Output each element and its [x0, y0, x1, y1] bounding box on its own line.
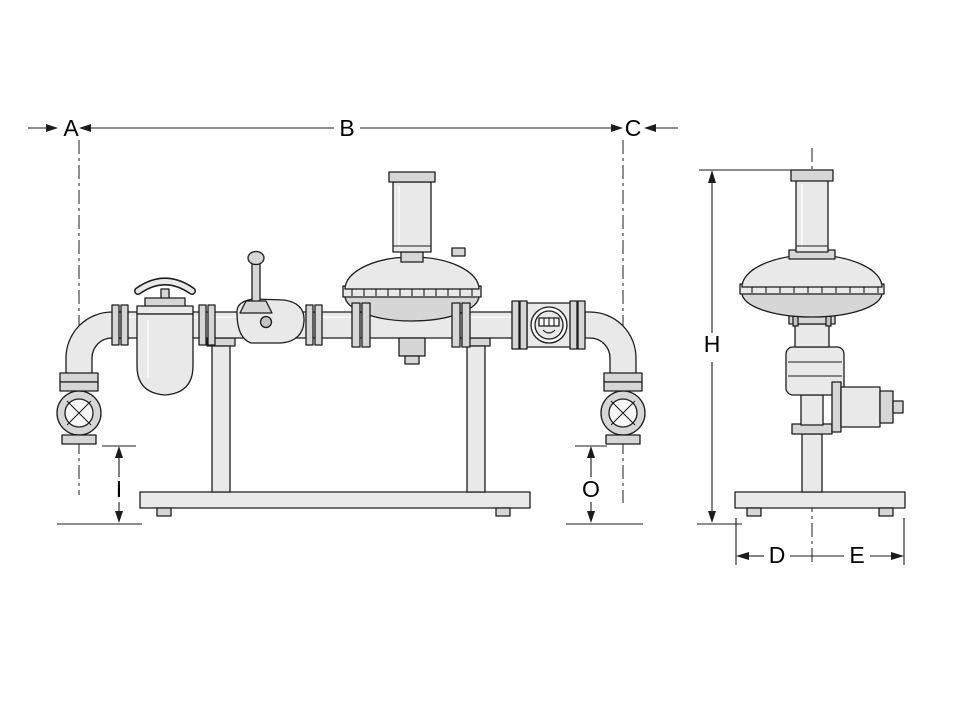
dim-label-d: D: [769, 542, 786, 568]
arrowhead: [708, 511, 716, 523]
valve-knob: [247, 250, 265, 266]
dim-label-a: A: [63, 115, 79, 141]
regulator-inlet-flange: [361, 302, 371, 348]
spring-case-neck: [400, 251, 424, 263]
meter-flange: [519, 300, 528, 350]
side-base-skid: [734, 491, 906, 517]
riser-flange: [59, 372, 99, 383]
arrowhead: [736, 552, 749, 560]
regulator-outlet-flange: [451, 302, 461, 348]
side-outlet-cylinder: [840, 386, 881, 428]
side-view: H D E: [697, 169, 906, 568]
skid-foot: [878, 507, 894, 517]
meter-flange: [511, 300, 520, 350]
spring-case-cap: [388, 171, 436, 183]
arrowhead: [46, 124, 58, 132]
skid-foot: [495, 507, 511, 517]
dim-label-h: H: [704, 331, 721, 357]
regulator-inlet-flange: [351, 302, 361, 348]
side-outlet-ring: [831, 381, 842, 433]
side-spring-case: [795, 179, 829, 253]
pipe-flange: [305, 304, 314, 346]
valve-port: [259, 315, 273, 329]
vent-fitting: [451, 247, 466, 257]
arrowhead: [115, 446, 123, 458]
riser-flange: [603, 381, 643, 392]
side-outlet-stub: [892, 400, 904, 414]
pipe-flange: [207, 304, 216, 346]
valve-stem-base: [239, 300, 273, 314]
pipe-flange: [120, 304, 129, 346]
dim-label-e: E: [849, 542, 864, 568]
riser-bottom-flange: [61, 434, 97, 445]
dim-label-c: C: [625, 115, 642, 141]
riser-flange: [603, 372, 643, 383]
side-upper-body: [794, 323, 830, 348]
side-body-neck: [800, 394, 824, 426]
strainer-body: [136, 313, 194, 396]
dim-label-b: B: [339, 115, 354, 141]
skid-foot: [746, 507, 762, 517]
dim-label-i: I: [116, 476, 122, 502]
arrowhead: [115, 511, 123, 523]
strainer-collar: [136, 305, 194, 315]
front-view: I O: [56, 171, 646, 525]
side-riser-pipe: [801, 433, 823, 493]
elbow-right: [584, 311, 637, 375]
dimension-top-abc: A B C: [28, 115, 678, 141]
dimension-o: O: [575, 445, 607, 523]
regulator-drain-plug: [404, 355, 420, 365]
regulator: [342, 171, 482, 365]
riser-flange: [59, 381, 99, 392]
side-spring-case-cap: [790, 169, 834, 182]
arrowhead: [708, 170, 716, 183]
meter-flange: [577, 300, 586, 350]
arrowhead: [891, 552, 904, 560]
gas-meter: [511, 300, 586, 350]
base-skid: [139, 491, 531, 517]
side-case-upper: [741, 254, 883, 288]
pipe-flange: [111, 304, 120, 346]
dimension-i: I: [102, 445, 136, 523]
strainer: [134, 277, 196, 396]
isolation-valve: [236, 250, 305, 344]
side-case-lower: [741, 292, 883, 318]
regulator-drain: [398, 337, 426, 357]
arrowhead: [79, 124, 91, 132]
pipe-flange: [314, 304, 323, 346]
pipe-flange: [198, 304, 207, 346]
valve-stem: [251, 262, 261, 304]
dim-label-o: O: [582, 476, 600, 502]
arrowhead: [587, 446, 595, 458]
side-regulator: [739, 169, 904, 493]
arrowhead: [611, 124, 623, 132]
side-outlet-flange: [879, 390, 894, 424]
arrowhead: [587, 511, 595, 523]
support-column-right: [461, 337, 491, 493]
riser-bottom-flange: [605, 434, 641, 445]
arrowhead: [644, 124, 656, 132]
skid-foot: [156, 507, 172, 517]
dimension-d-e: D E: [735, 518, 905, 568]
outlet-riser: [584, 311, 646, 445]
regulator-outlet-flange: [461, 302, 471, 348]
dimension-h: H: [697, 169, 791, 525]
support-column-left: [206, 337, 236, 493]
meter-flange: [569, 300, 578, 350]
